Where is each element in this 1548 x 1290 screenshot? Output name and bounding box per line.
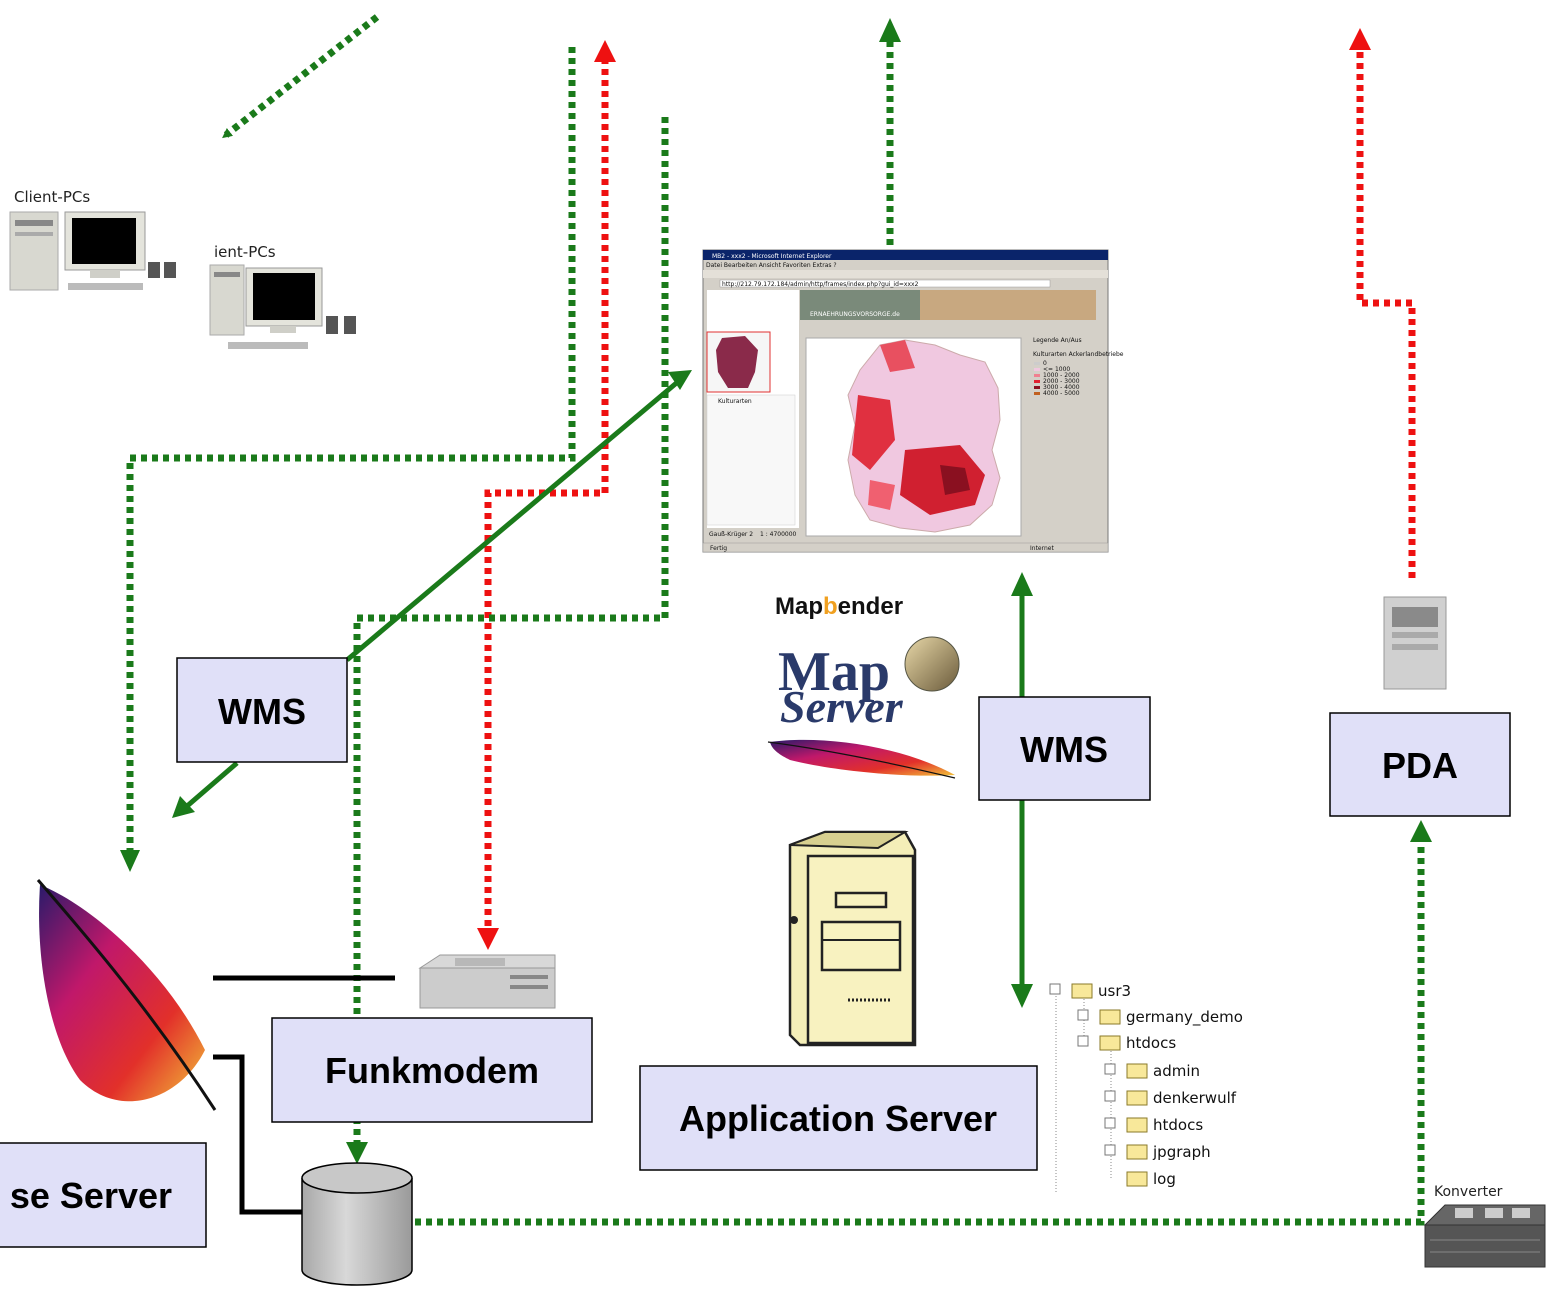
pda-red-path xyxy=(1356,50,1416,578)
wms-right-label: WMS xyxy=(1020,729,1108,770)
mapserver-text-2: Server xyxy=(780,681,904,732)
legend-item-4: 3000 - 4000 xyxy=(1043,384,1080,391)
konverter-label: Konverter xyxy=(1434,1184,1503,1200)
tree-label: log xyxy=(1153,1170,1176,1188)
konverter-icon xyxy=(1423,1204,1546,1268)
arrowhead-db xyxy=(346,1142,368,1164)
connectors xyxy=(120,14,1432,1226)
mapbender-text-3: ender xyxy=(838,593,903,620)
browser-title: MB2 - xxx2 - Microsoft Internet Explorer xyxy=(712,253,832,260)
tree-row-admin[interactable]: admin xyxy=(1104,1062,1200,1080)
file-tree: usr3 germany_demo htdocs admin denkerwul… xyxy=(1049,982,1243,1192)
tree-label: denkerwulf xyxy=(1153,1089,1237,1107)
wms-left-box: WMS xyxy=(176,657,348,763)
tree-row-germany-demo[interactable]: germany_demo xyxy=(1077,1008,1243,1027)
pda-label: PDA xyxy=(1382,745,1458,786)
mapbender-text-2: b xyxy=(823,593,838,620)
client-pcs: Client-PCs ient-PCs xyxy=(9,188,356,349)
arrowhead-wms-upper xyxy=(668,370,692,390)
browser-menu: Datei Bearbeiten Ansicht Favoriten Extra… xyxy=(706,262,837,269)
tree-label: htdocs xyxy=(1153,1116,1203,1134)
browser-tree-item: Kulturarten xyxy=(718,398,752,405)
legend-item-0: 0 xyxy=(1043,360,1047,367)
mapserver-logo: Map Server xyxy=(778,636,960,732)
tree-label: germany_demo xyxy=(1126,1008,1243,1027)
tree-label: htdocs xyxy=(1126,1034,1176,1052)
arrowhead-red-top xyxy=(594,40,616,62)
projection-select: Gauß-Krüger 2 xyxy=(709,531,753,538)
wms-left-label: WMS xyxy=(218,691,306,732)
svg-text:Mapbender: Mapbender xyxy=(775,593,903,620)
arrowhead-browser-up xyxy=(879,18,901,42)
arrowhead-wms-right-bottom xyxy=(1011,984,1033,1008)
tree-row-htdocs[interactable]: htdocs xyxy=(1077,1034,1176,1052)
db-to-pda-path xyxy=(415,840,1425,1226)
database-server-box: se Server xyxy=(0,1142,207,1248)
legend-item-3: 2000 - 3000 xyxy=(1043,378,1080,385)
application-server-icon xyxy=(788,830,917,1047)
pda-device-icon xyxy=(1383,596,1447,690)
konverter: Konverter xyxy=(1423,1184,1546,1268)
wms-left-upper-arrow xyxy=(345,378,682,662)
status-left: Fertig xyxy=(710,545,727,552)
mapserver-text-1: Map xyxy=(778,641,890,703)
client-pc-1 xyxy=(9,211,176,291)
tree-row-log[interactable]: log xyxy=(1126,1170,1176,1188)
tree-row-jpgraph[interactable]: jpgraph xyxy=(1104,1143,1211,1161)
database-server-label: se Server xyxy=(10,1175,172,1216)
apache-feather-icon xyxy=(36,879,217,1111)
tree-row-htdocs-sub[interactable]: htdocs xyxy=(1104,1116,1203,1134)
red-modem-path xyxy=(484,58,609,930)
wms-right-box: WMS xyxy=(978,696,1151,801)
tree-label: usr3 xyxy=(1098,982,1131,1000)
legend-item-5: 4000 - 5000 xyxy=(1043,390,1080,397)
browser-banner: ERNAEHRUNGSVORSORGE.de xyxy=(810,311,900,318)
tree-row-usr3[interactable]: usr3 xyxy=(1049,982,1131,1000)
globe-icon xyxy=(904,636,960,692)
status-right: Internet xyxy=(1030,545,1054,552)
mini-map xyxy=(716,336,758,388)
client-pc-2 xyxy=(209,264,356,349)
arrowhead-red-modem xyxy=(477,928,499,950)
legend-item-1: <= 1000 xyxy=(1043,366,1070,373)
browser-address: http://212.79.172.184/admin/http/frames/… xyxy=(722,281,919,288)
tree-row-denkerwulf[interactable]: denkerwulf xyxy=(1104,1089,1237,1107)
arrowhead-pda xyxy=(1410,820,1432,842)
mapbender-logo: Mapbender xyxy=(775,593,903,620)
arrowhead-wms-lower xyxy=(172,796,195,818)
apache-feather-small-icon xyxy=(767,739,956,779)
legend-title: Legende An/Aus xyxy=(1033,337,1082,344)
funkmodem-label: Funkmodem xyxy=(325,1050,539,1091)
legend-heading: Kulturarten Ackerlandbetriebe xyxy=(1033,351,1124,358)
funkmodem-box: Funkmodem xyxy=(271,1017,593,1123)
funk-to-db-path xyxy=(353,117,669,1145)
incoming-dotted-arrow xyxy=(222,14,380,139)
database-icon xyxy=(301,1162,413,1286)
tree-label: jpgraph xyxy=(1152,1143,1211,1161)
client-pcs-label-1: Client-PCs xyxy=(14,188,90,206)
apache-db-cable xyxy=(213,1054,302,1215)
mapbender-text-1: Map xyxy=(775,593,823,620)
arrowhead-pda-red xyxy=(1349,28,1371,50)
wms-left-lower-arrow xyxy=(184,761,239,809)
pda-box: PDA xyxy=(1329,712,1511,817)
tree-label: admin xyxy=(1153,1062,1200,1080)
mapbender-browser-window: MB2 - xxx2 - Microsoft Internet Explorer… xyxy=(702,249,1124,553)
arrowhead-apache xyxy=(120,850,140,872)
legend-items: 0 <= 1000 1000 - 2000 2000 - 3000 3000 -… xyxy=(1034,360,1080,397)
modem-icon xyxy=(418,954,556,1009)
application-server-label: Application Server xyxy=(679,1098,997,1139)
client-pcs-label-2: ient-PCs xyxy=(214,243,276,261)
scale-select: 1 : 4700000 xyxy=(760,531,797,538)
legend-item-2: 1000 - 2000 xyxy=(1043,372,1080,379)
arrowhead-wms-right-top xyxy=(1011,572,1033,596)
application-server-box: Application Server xyxy=(639,1065,1038,1171)
client-to-apache-path xyxy=(126,47,576,855)
